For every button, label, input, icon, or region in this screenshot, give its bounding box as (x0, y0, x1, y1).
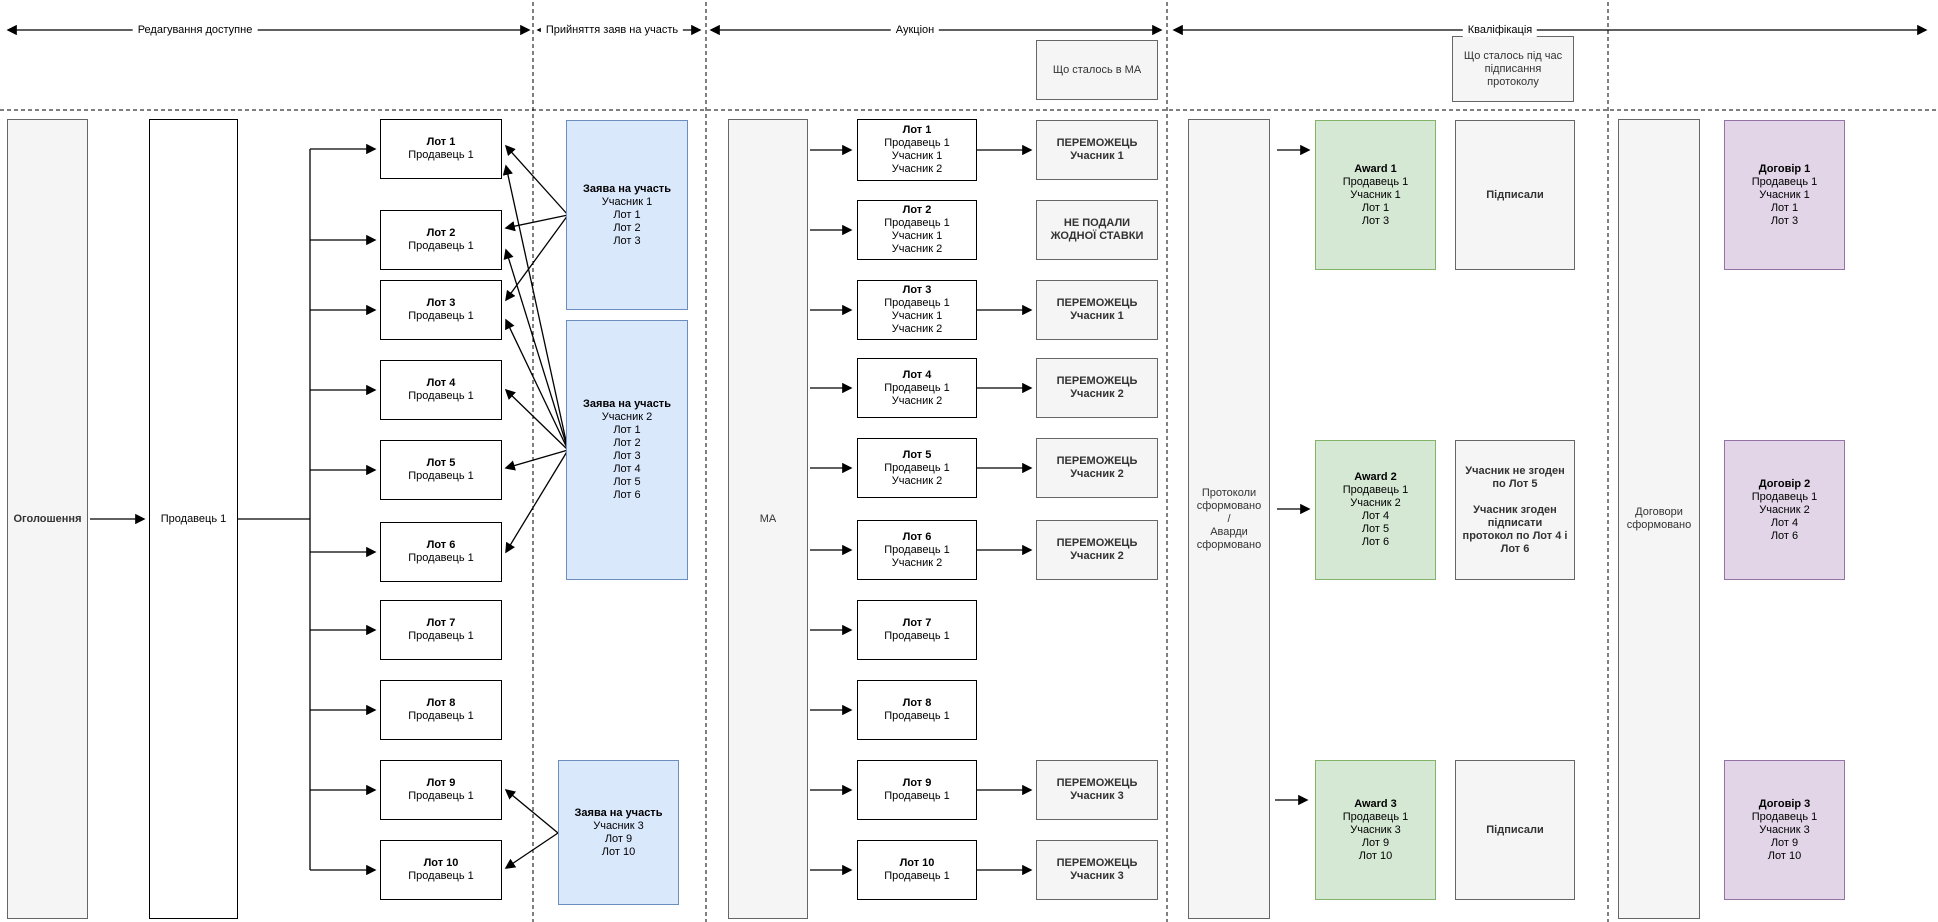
auction-lot-1-box: Лот 1 Продавець 1 Учасник 1 Учасник 2 (857, 119, 977, 181)
lot-10-box: Лот 10 Продавець 1 (380, 840, 502, 900)
application-box-participant-2: Заява на участь Учасник 2 Лот 1 Лот 2 Ло… (566, 320, 688, 580)
auction-lot-2-box: Лот 2 Продавець 1 Учасник 1 Учасник 2 (857, 200, 977, 260)
phase-label-auction: Аукціон (890, 23, 940, 37)
result-box-lot-5: ПЕРЕМОЖЕЦЬ Учасник 2 (1036, 438, 1158, 498)
award-arrows (1275, 144, 1311, 806)
auction-arrows (810, 144, 1033, 876)
phase-label-applications: Прийняття заяв на участь (540, 23, 684, 37)
auction-lot-8-box: Лот 8 Продавець 1 (857, 680, 977, 740)
phase-label-editing: Редагування доступне (132, 23, 258, 37)
lot-7-box: Лот 7 Продавець 1 (380, 600, 502, 660)
contracts-formed-column: Договори сформовано (1618, 119, 1700, 919)
application-arrows (502, 144, 569, 869)
auction-lot-7-box: Лот 7 Продавець 1 (857, 600, 977, 660)
application-box-participant-1: Заява на участь Учасник 1 Лот 1 Лот 2 Ло… (566, 120, 688, 310)
result-box-lot-10: ПЕРЕМОЖЕЦЬ Учасник 3 (1036, 840, 1158, 900)
signing-status-award-3: Підписали (1455, 760, 1575, 900)
result-box-lot-3: ПЕРЕМОЖЕЦЬ Учасник 1 (1036, 280, 1158, 340)
result-box-lot-9: ПЕРЕМОЖЕЦЬ Учасник 3 (1036, 760, 1158, 820)
signing-status-award-2: Учасник не згоден по Лот 5 Учасник згоде… (1455, 440, 1575, 580)
result-box-lot-4: ПЕРЕМОЖЕЦЬ Учасник 2 (1036, 358, 1158, 418)
auction-lot-9-box: Лот 9 Продавець 1 (857, 760, 977, 820)
note-what-happened-in-ma: Що сталось в МА (1036, 40, 1158, 100)
application-box-participant-3: Заява на участь Учасник 3 Лот 9 Лот 10 (558, 760, 679, 905)
signing-status-award-1: Підписали (1455, 120, 1575, 270)
contract-3-box: Договір 3 Продавець 1 Учасник 3 Лот 9 Ло… (1724, 760, 1845, 900)
contract-2-box: Договір 2 Продавець 1 Учасник 2 Лот 4 Ло… (1724, 440, 1845, 580)
note-what-happened-protocol-signing: Що сталось під час підписання протоколу (1452, 36, 1574, 102)
award-2-box: Award 2 Продавець 1 Учасник 2 Лот 4 Лот … (1315, 440, 1436, 580)
lot-5-box: Лот 5 Продавець 1 (380, 440, 502, 500)
auction-lot-3-box: Лот 3 Продавець 1 Учасник 1 Учасник 2 (857, 280, 977, 340)
lot-3-box: Лот 3 Продавець 1 (380, 280, 502, 340)
lot-8-box: Лот 8 Продавець 1 (380, 680, 502, 740)
lot-6-box: Лот 6 Продавець 1 (380, 522, 502, 582)
result-box-lot-1: ПЕРЕМОЖЕЦЬ Учасник 1 (1036, 120, 1158, 180)
award-1-box: Award 1 Продавець 1 Учасник 1 Лот 1 Лот … (1315, 120, 1436, 270)
auction-lot-6-box: Лот 6 Продавець 1 Учасник 2 (857, 520, 977, 580)
auction-lot-4-box: Лот 4 Продавець 1 Учасник 2 (857, 358, 977, 418)
result-box-lot-6: ПЕРЕМОЖЕЦЬ Учасник 2 (1036, 520, 1158, 580)
announcement-column: Оголошення (7, 119, 88, 919)
flow-arrows (90, 143, 377, 876)
contract-1-box: Договір 1 Продавець 1 Учасник 1 Лот 1 Ло… (1724, 120, 1845, 270)
protocols-formed-column: Протоколи сформовано / Аварди сформовано (1188, 119, 1270, 919)
ma-column: МА (728, 119, 808, 919)
lot-9-box: Лот 9 Продавець 1 (380, 760, 502, 820)
lot-2-box: Лот 2 Продавець 1 (380, 210, 502, 270)
auction-lot-10-box: Лот 10 Продавець 1 (857, 840, 977, 900)
lot-4-box: Лот 4 Продавець 1 (380, 360, 502, 420)
lot-1-box: Лот 1 Продавець 1 (380, 119, 502, 179)
phase-label-qualification: Кваліфікація (1462, 23, 1538, 37)
seller-column: Продавець 1 (149, 119, 238, 919)
result-box-lot-2: НЕ ПОДАЛИ ЖОДНОЇ СТАВКИ (1036, 200, 1158, 260)
award-3-box: Award 3 Продавець 1 Учасник 3 Лот 9 Лот … (1315, 760, 1436, 900)
auction-lot-5-box: Лот 5 Продавець 1 Учасник 2 (857, 438, 977, 498)
